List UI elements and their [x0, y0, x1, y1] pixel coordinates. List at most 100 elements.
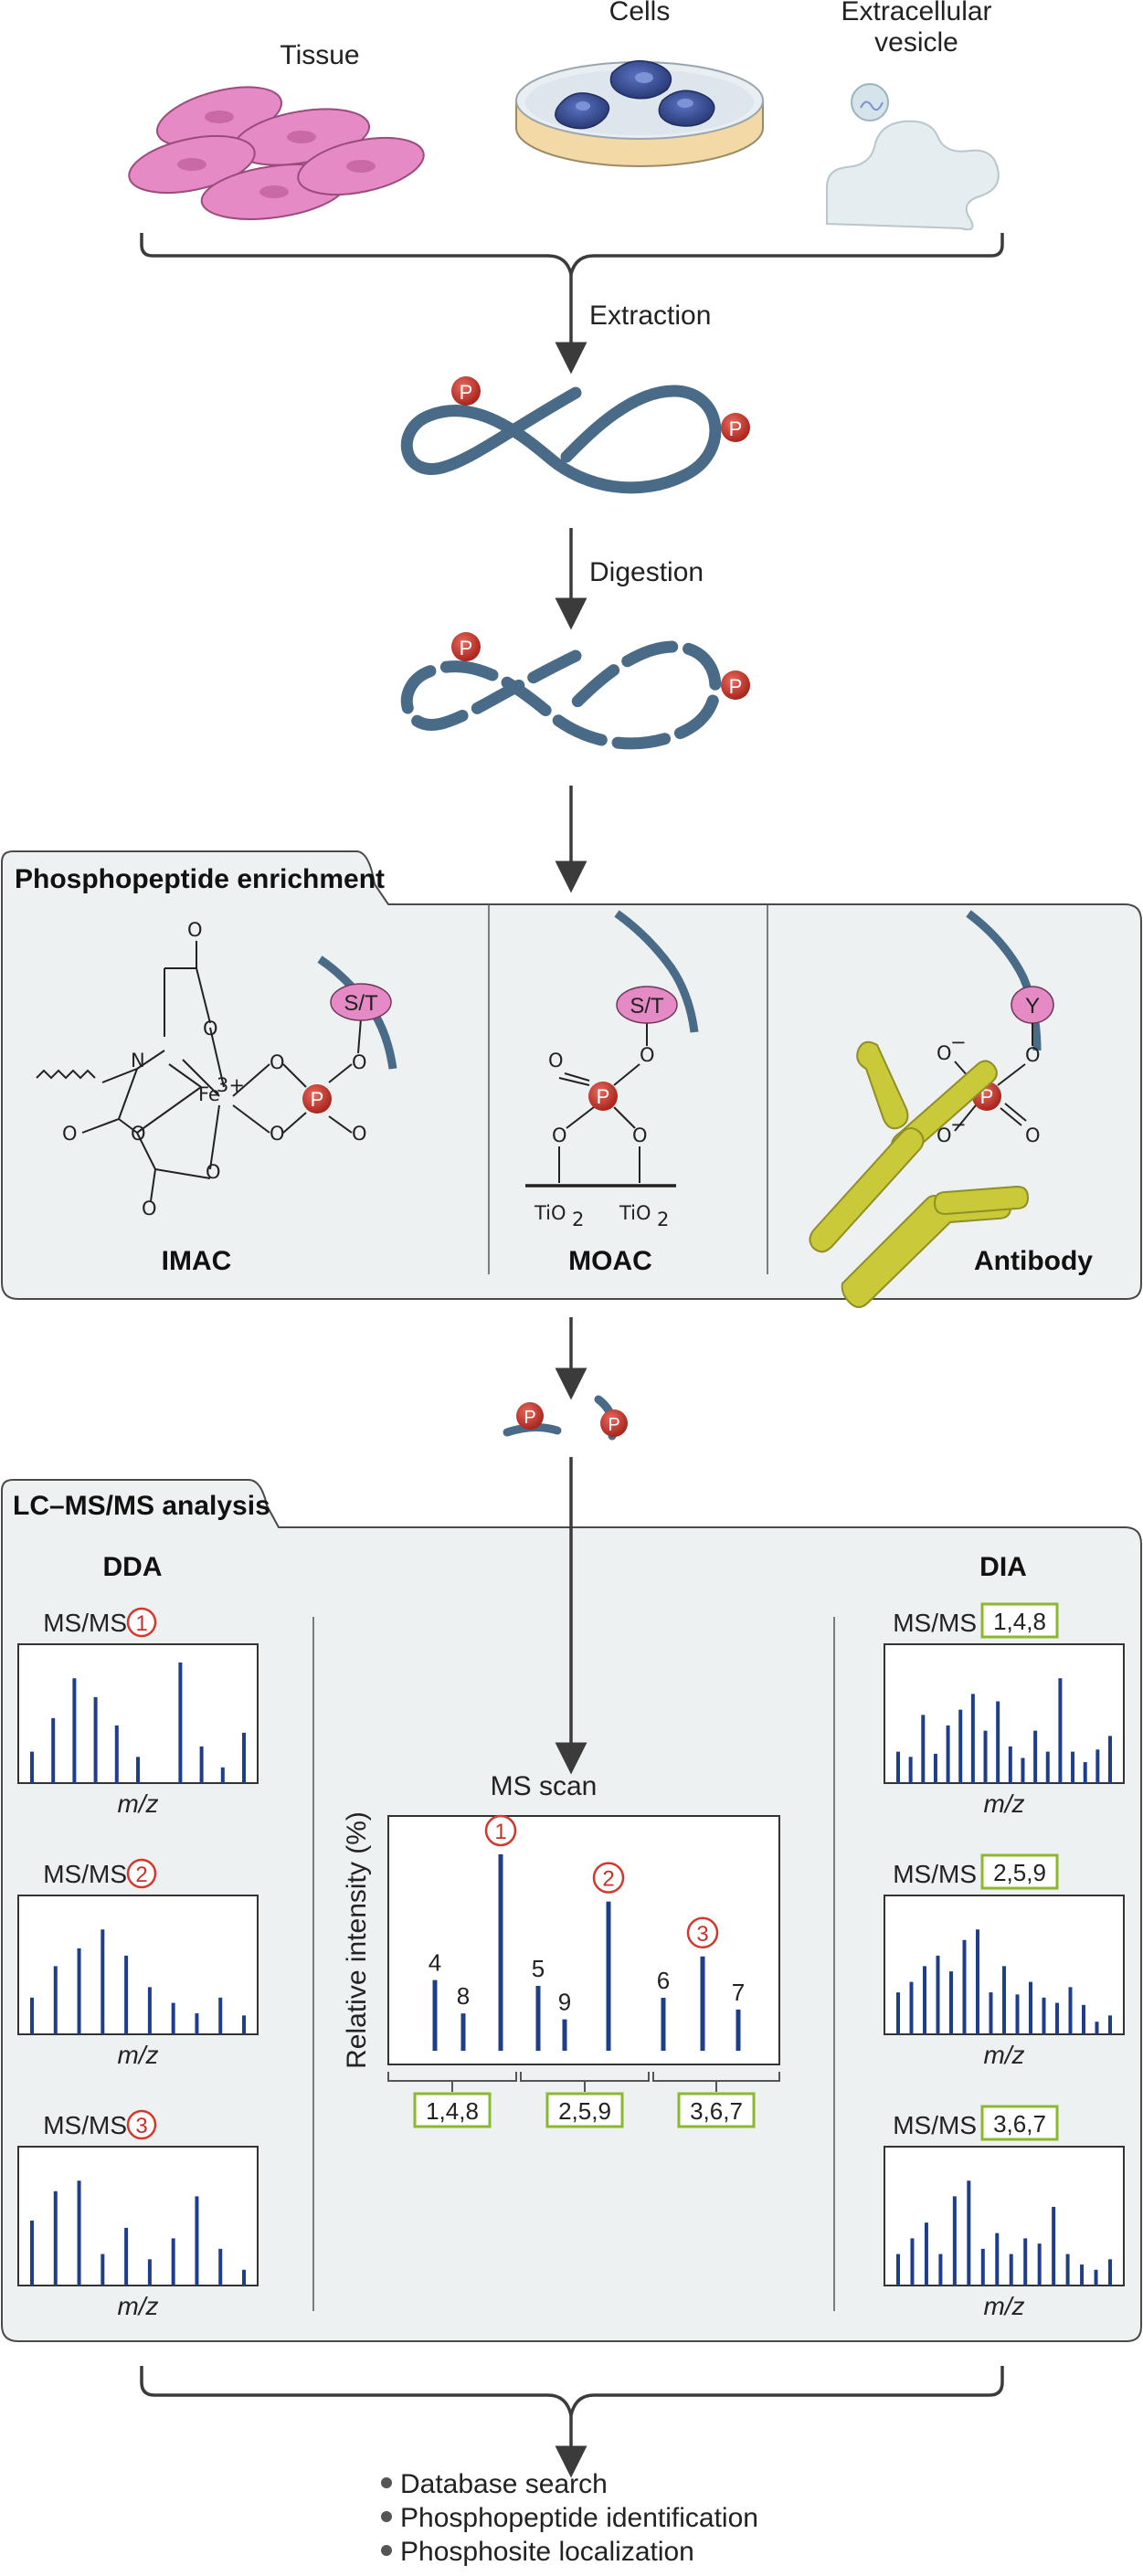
svg-text:O: O: [203, 1018, 218, 1040]
svg-text:−: −: [950, 1114, 967, 1135]
peak-label: 4: [429, 1949, 441, 1977]
svg-text:N: N: [131, 1050, 145, 1072]
svg-text:O: O: [552, 1124, 567, 1146]
lcms-tab-title: LC–MS/MS analysis: [13, 1491, 270, 1521]
dda-spectrum-2: MS/MS 2 m/z: [17, 1858, 259, 2069]
tissue-icon: [128, 86, 425, 220]
digestion-label: Digestion: [589, 557, 704, 587]
svg-text:O: O: [632, 1124, 648, 1146]
precursor-label: 2: [602, 1867, 614, 1892]
precursor-tag-circle: [126, 2109, 157, 2140]
mz-axis-label: m/z: [117, 2041, 158, 2069]
svg-text:O: O: [187, 919, 203, 941]
svg-text:P: P: [608, 1415, 619, 1435]
result-item: Phosphosite localization: [400, 2537, 694, 2567]
vesicle-label-line2: vesicle: [874, 27, 958, 58]
svg-text:O: O: [548, 1050, 564, 1072]
window-tag-box: [980, 1602, 1059, 1639]
window-tag: 1,4,8: [993, 1608, 1046, 1635]
isolation-window-label: 3,6,7: [690, 2097, 743, 2125]
precursor-tag: 3: [135, 2114, 147, 2138]
svg-text:O: O: [131, 1123, 146, 1145]
peak-label: 7: [732, 1979, 745, 2006]
antibody-icon: [809, 1040, 1030, 1308]
svg-text:P: P: [524, 1408, 535, 1428]
msms-label: MS/MS: [43, 1860, 127, 1888]
ms-scan-chart: MS scan Relative intensity (%) 481592637…: [342, 1771, 780, 2128]
svg-text:Fe: Fe: [198, 1083, 220, 1105]
antibody-title: Antibody: [974, 1246, 1093, 1276]
svg-text:O: O: [62, 1123, 78, 1145]
peak-label: 6: [657, 1967, 670, 1994]
imac-title: IMAC: [162, 1246, 232, 1276]
ms-scan-ylabel: Relative intensity (%): [342, 1811, 372, 2069]
svg-text:O: O: [1025, 1124, 1041, 1146]
phospho-group-icon: [721, 670, 750, 700]
svg-text:O: O: [270, 1051, 285, 1073]
window-tag: 2,5,9: [993, 1859, 1046, 1886]
precursor-circle: [686, 1916, 719, 1949]
svg-text:−: −: [950, 1031, 967, 1053]
svg-text:2: 2: [572, 1209, 584, 1230]
isolation-window-label: 2,5,9: [558, 2097, 611, 2125]
extracellular-vesicle-icon: [826, 83, 1000, 231]
svg-text:3+: 3+: [217, 1074, 245, 1096]
moac-structure: [525, 910, 699, 1188]
enrichment-panel: Phosphopeptide enrichment: [1, 850, 1142, 1308]
peak-label: 8: [457, 1982, 470, 2010]
cells-dish-icon: [515, 59, 764, 167]
svg-text:O: O: [142, 1198, 157, 1219]
results-bracket: [140, 2366, 1004, 2416]
cells-label: Cells: [609, 0, 671, 26]
svg-text:O: O: [352, 1123, 367, 1145]
mz-axis-label: m/z: [117, 2292, 158, 2320]
window-tag-box: [980, 1853, 1059, 1890]
precursor-tag: 2: [135, 1863, 147, 1887]
precursor-label: 1: [494, 1820, 506, 1844]
peak-label: 9: [558, 1989, 571, 2016]
mz-axis-label: m/z: [983, 2041, 1024, 2069]
svg-text:P: P: [729, 417, 743, 440]
phospho-group-icon: [451, 632, 481, 661]
msms-label: MS/MS: [893, 2111, 977, 2139]
svg-text:P: P: [980, 1085, 994, 1108]
phospho-group-icon: [588, 1082, 618, 1111]
isolation-window-box: [677, 2092, 756, 2128]
result-item: Phosphopeptide identification: [400, 2503, 758, 2533]
svg-text:O: O: [270, 1123, 285, 1145]
precursor-circle: [484, 1814, 517, 1847]
precursor-tag-circle: [126, 1607, 157, 1638]
enriched-phosphopeptides-icon: P P: [503, 1395, 628, 1441]
precursor-tag-circle: [126, 1858, 157, 1889]
spectrum-frame: [17, 2146, 259, 2286]
svg-text:O: O: [937, 1124, 952, 1146]
vesicle-label-line1: Extracellular: [841, 0, 991, 26]
mz-axis-label: m/z: [983, 1789, 1024, 1818]
svg-text:O: O: [206, 1161, 221, 1183]
isolation-window-label: 1,4,8: [426, 2097, 479, 2125]
phospho-group-icon: [451, 376, 481, 406]
tissue-label: Tissue: [280, 40, 359, 70]
serine-threonine-residue: [330, 983, 392, 1021]
peak-label: 5: [532, 1955, 545, 1982]
svg-text:O: O: [640, 1044, 655, 1066]
isolation-window-box: [413, 2092, 492, 2128]
phospho-group-icon: [721, 413, 750, 442]
moac-labels: S/T O O P O O TiO 2 TiO 2 MOAC: [534, 986, 678, 1276]
precursor-tag: 1: [135, 1611, 147, 1636]
window-tag-box: [980, 2105, 1059, 2141]
msms-label: MS/MS: [893, 1860, 977, 1888]
enrichment-tab-title: Phosphopeptide enrichment: [15, 864, 385, 894]
moac-title: MOAC: [568, 1246, 652, 1276]
result-item: Database search: [400, 2469, 608, 2499]
svg-text:P: P: [729, 675, 743, 698]
svg-text:P: P: [311, 1088, 324, 1111]
results-list: Database search Phosphopeptide identific…: [381, 2469, 758, 2567]
precursor-circle: [592, 1862, 625, 1894]
svg-text:S/T: S/T: [630, 994, 664, 1019]
